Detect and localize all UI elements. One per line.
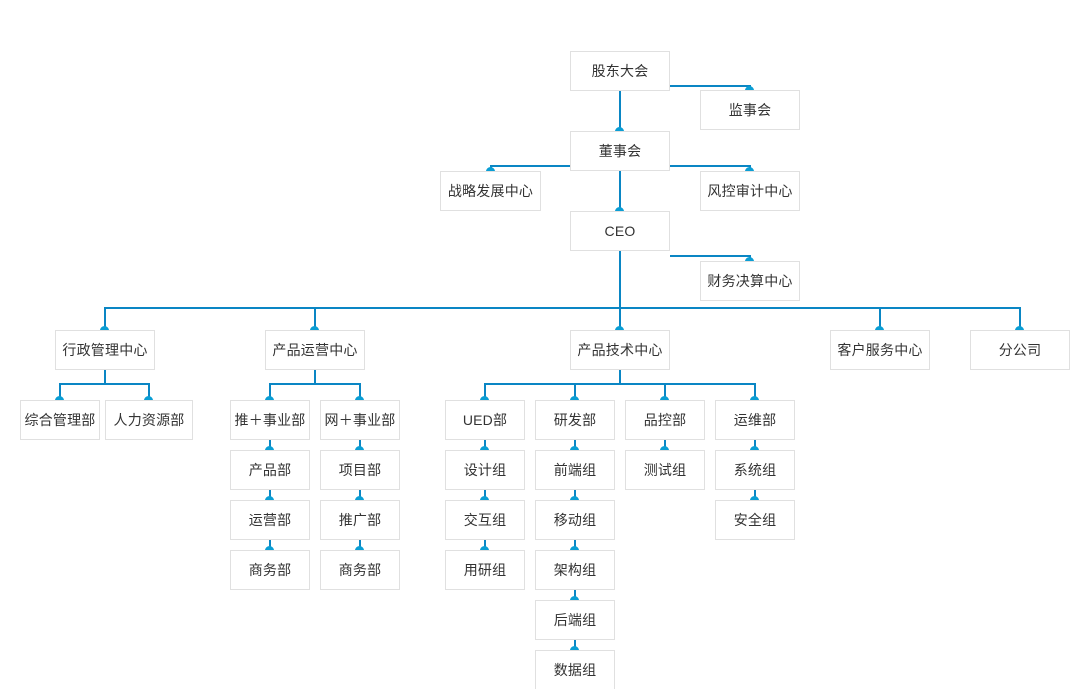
org-node-n3[interactable]: 董事会 bbox=[570, 131, 670, 171]
connector-n3-down-to-n6 bbox=[619, 171, 621, 211]
connector-n8-bar bbox=[59, 383, 150, 385]
connector-n6-down-to-trunk bbox=[619, 251, 621, 309]
connector-n3-right-stub bbox=[670, 165, 750, 167]
org-node-n2[interactable]: 监事会 bbox=[700, 90, 800, 130]
org-node-n21[interactable]: 商务部 bbox=[230, 550, 310, 590]
org-node-n18[interactable]: 项目部 bbox=[320, 450, 400, 490]
org-node-n19[interactable]: 运营部 bbox=[230, 500, 310, 540]
org-node-n14[interactable]: 人力资源部 bbox=[105, 400, 193, 440]
connector-n9-drop-n15 bbox=[269, 383, 271, 400]
org-node-n5[interactable]: 风控审计中心 bbox=[700, 171, 800, 211]
org-node-n1[interactable]: 股东大会 bbox=[570, 51, 670, 91]
org-node-n22[interactable]: 商务部 bbox=[320, 550, 400, 590]
connector-n6-right-stub bbox=[670, 255, 750, 257]
connector-n8-drop-n13 bbox=[59, 383, 61, 400]
connector-trunk-drop-n9 bbox=[314, 307, 316, 330]
org-node-n28[interactable]: 前端组 bbox=[535, 450, 615, 490]
org-node-n30[interactable]: 系统组 bbox=[715, 450, 795, 490]
org-node-n25[interactable]: 品控部 bbox=[625, 400, 705, 440]
org-node-n27[interactable]: 设计组 bbox=[445, 450, 525, 490]
org-node-n9[interactable]: 产品运营中心 bbox=[265, 330, 365, 370]
org-node-n20[interactable]: 推广部 bbox=[320, 500, 400, 540]
connector-trunk-drop-n8 bbox=[104, 307, 106, 330]
org-node-n16[interactable]: 网＋事业部 bbox=[320, 400, 400, 440]
org-node-n37[interactable]: 数据组 bbox=[535, 650, 615, 689]
org-node-n32[interactable]: 移动组 bbox=[535, 500, 615, 540]
connector-trunk-drop-n11 bbox=[879, 307, 881, 330]
org-node-n4[interactable]: 战略发展中心 bbox=[440, 171, 541, 211]
org-node-n31[interactable]: 交互组 bbox=[445, 500, 525, 540]
org-node-n15[interactable]: 推＋事业部 bbox=[230, 400, 310, 440]
org-node-n36[interactable]: 后端组 bbox=[535, 600, 615, 640]
connector-n8-drop-n14 bbox=[148, 383, 150, 400]
org-node-n23[interactable]: UED部 bbox=[445, 400, 525, 440]
connector-n8-stem bbox=[104, 370, 106, 383]
org-node-n12[interactable]: 分公司 bbox=[970, 330, 1070, 370]
org-node-n17[interactable]: 产品部 bbox=[230, 450, 310, 490]
org-node-n10[interactable]: 产品技术中心 bbox=[570, 330, 670, 370]
org-node-n35[interactable]: 架构组 bbox=[535, 550, 615, 590]
org-node-n33[interactable]: 安全组 bbox=[715, 500, 795, 540]
connector-n10-drop-n23 bbox=[484, 383, 486, 400]
org-node-n34[interactable]: 用研组 bbox=[445, 550, 525, 590]
connector-n10-drop-n25 bbox=[664, 383, 666, 400]
connector-n3-left-stub bbox=[490, 165, 570, 167]
connector-n10-stem bbox=[619, 370, 621, 383]
org-node-n8[interactable]: 行政管理中心 bbox=[55, 330, 155, 370]
connector-n1-right-stub bbox=[670, 85, 750, 87]
org-node-n13[interactable]: 综合管理部 bbox=[20, 400, 100, 440]
connector-trunk-drop-n12 bbox=[1019, 307, 1021, 330]
connector-n10-bar bbox=[484, 383, 755, 385]
connector-n10-drop-n26 bbox=[754, 383, 756, 400]
connector-n9-drop-n16 bbox=[359, 383, 361, 400]
connector-trunk-drop-n10 bbox=[619, 307, 621, 330]
connector-n10-drop-n24 bbox=[574, 383, 576, 400]
connector-n1-down-to-n3 bbox=[619, 91, 621, 131]
org-node-n29[interactable]: 测试组 bbox=[625, 450, 705, 490]
org-node-n11[interactable]: 客户服务中心 bbox=[830, 330, 930, 370]
connector-main-trunk bbox=[104, 307, 1021, 309]
org-node-n26[interactable]: 运维部 bbox=[715, 400, 795, 440]
org-node-n6[interactable]: CEO bbox=[570, 211, 670, 251]
connector-n9-bar bbox=[269, 383, 360, 385]
org-node-n24[interactable]: 研发部 bbox=[535, 400, 615, 440]
org-node-n7[interactable]: 财务决算中心 bbox=[700, 261, 800, 301]
connector-n9-stem bbox=[314, 370, 316, 383]
